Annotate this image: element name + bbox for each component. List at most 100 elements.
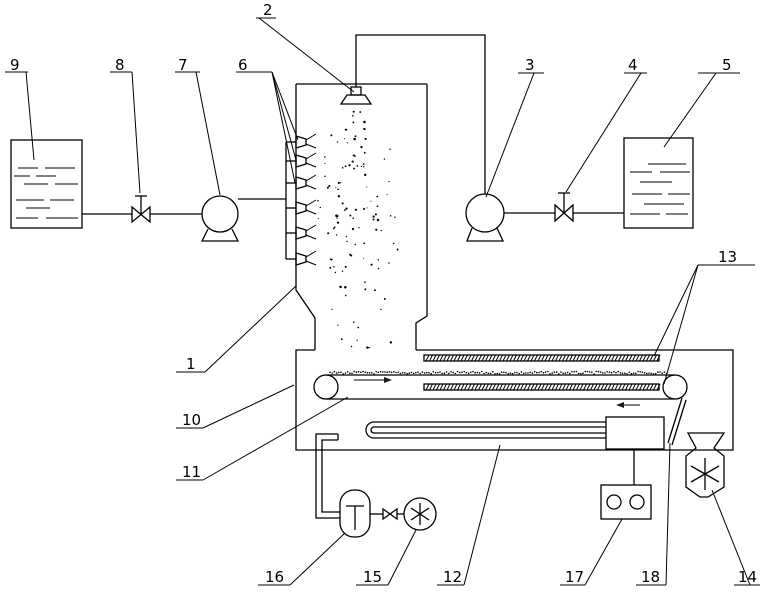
powder-particle — [586, 370, 589, 373]
heater-hatch — [474, 383, 479, 391]
spray-droplet — [352, 114, 354, 117]
powder-particle — [489, 372, 492, 375]
spray-droplet — [380, 229, 382, 232]
powder-particle — [544, 371, 547, 373]
powder-particle — [333, 370, 336, 373]
heater-hatch — [467, 354, 472, 362]
spray-droplet — [366, 346, 369, 349]
heater-hatch — [429, 354, 433, 362]
powder-particle — [443, 372, 446, 375]
spray-droplet — [376, 205, 379, 208]
powder-particle — [399, 372, 402, 375]
spray-droplet — [374, 213, 377, 216]
heater-hatch — [492, 383, 496, 391]
heater-hatch — [457, 354, 461, 362]
heater-hatch — [513, 383, 517, 391]
heater-hatch — [436, 383, 440, 391]
spray-droplet — [335, 234, 338, 236]
spray-droplet — [330, 134, 333, 137]
powder-particle — [382, 371, 384, 373]
heater-hatch — [621, 383, 626, 391]
heater-hatch — [590, 383, 594, 391]
spray-droplet — [326, 186, 329, 189]
spray-droplet — [362, 163, 365, 165]
heater-hatch — [481, 383, 486, 391]
suction-pipe — [315, 433, 340, 519]
powder-particle — [478, 372, 481, 374]
spray-droplet — [364, 128, 366, 130]
spray-droplet — [389, 215, 392, 217]
powder-particle — [483, 372, 485, 375]
spray-droplet — [333, 265, 335, 268]
powder-particle — [432, 371, 435, 373]
heater-hatch — [541, 354, 545, 362]
spray-droplet — [317, 218, 319, 220]
label-3: 3 — [525, 56, 535, 74]
heater-hatch — [656, 383, 661, 391]
powder-particle — [549, 373, 551, 375]
heater-hatch — [439, 383, 444, 391]
heater-hatch — [509, 354, 514, 362]
label-9: 9 — [10, 56, 20, 74]
spray-droplet — [343, 138, 345, 140]
spray-droplet — [386, 194, 388, 196]
heater-hatch — [649, 354, 654, 362]
powder-particle — [555, 371, 558, 373]
feed-pipe-left — [82, 142, 287, 259]
powder-particle — [393, 371, 395, 373]
powder-particle — [349, 372, 351, 375]
pump-3 — [465, 193, 505, 242]
heater-hatch — [516, 354, 521, 362]
spray-droplet — [345, 129, 348, 131]
spray-droplet — [334, 271, 337, 274]
label-4: 4 — [628, 56, 638, 74]
powder-particle — [652, 373, 655, 375]
spray-droplet — [388, 180, 390, 183]
powder-particle — [401, 371, 404, 374]
powder-particle — [606, 371, 608, 373]
heater-hatch — [509, 383, 514, 391]
powder-particle — [595, 370, 597, 373]
spray-droplet — [359, 111, 362, 113]
powder-particle — [597, 370, 600, 373]
spray-droplet — [364, 173, 367, 177]
heating-tube-12 — [365, 416, 665, 450]
powder-particle — [439, 371, 441, 373]
heater-hatch — [597, 383, 601, 391]
powder-particle — [377, 371, 380, 374]
powder-particle — [456, 370, 459, 373]
spray-droplet — [340, 338, 343, 341]
heater-plates-13 — [423, 354, 661, 391]
powder-particle — [344, 372, 347, 374]
powder-particle — [415, 371, 417, 374]
powder-particle — [610, 371, 613, 374]
spray-droplet — [392, 242, 395, 245]
powder-particle — [470, 371, 472, 374]
heater-hatch — [432, 354, 437, 362]
powder-particle — [648, 372, 650, 374]
heater-hatch — [579, 354, 584, 362]
heater-hatch — [432, 383, 437, 391]
heater-hatch — [558, 383, 563, 391]
powder-particle — [624, 372, 626, 375]
powder-particle — [421, 371, 424, 373]
heater-hatch — [614, 383, 619, 391]
conveyor-belt-11 — [313, 370, 688, 408]
heater-hatch — [611, 354, 615, 362]
heater-hatch — [520, 383, 524, 391]
spray-droplet — [394, 216, 396, 218]
powder-particle — [467, 372, 470, 375]
heater-hatch — [471, 354, 475, 362]
powder-particle — [426, 371, 428, 374]
spray-droplet — [339, 285, 342, 289]
powder-particle — [476, 371, 479, 374]
separator-16 — [339, 489, 404, 538]
spray-droplet — [354, 155, 356, 157]
scraper-18 — [667, 397, 687, 446]
heater-hatch — [555, 383, 559, 391]
powder-particle — [663, 371, 666, 374]
heater-hatch — [534, 354, 538, 362]
powder-particle — [591, 371, 593, 374]
powder-particle — [404, 372, 406, 374]
powder-particle — [516, 371, 518, 374]
